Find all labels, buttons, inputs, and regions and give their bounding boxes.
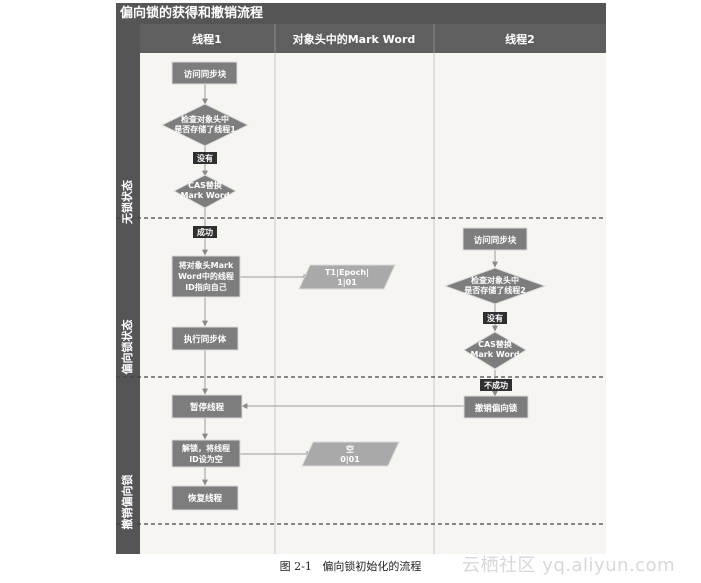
- t1-pause-node: 暂停线程: [171, 394, 243, 419]
- svg-text:是否存储了线程2: 是否存储了线程2: [463, 285, 526, 295]
- figure-caption: 图 2-1 偏向锁初始化的流程: [0, 558, 701, 574]
- svg-text:Mark Word: Mark Word: [470, 350, 519, 359]
- svg-text:是否存储了线程1: 是否存储了线程1: [173, 124, 236, 134]
- t1-no-label: 没有: [193, 152, 217, 164]
- t2-check-decision: 检查对象头中 是否存储了线程2: [443, 267, 547, 305]
- svg-text:CAS替换: CAS替换: [188, 180, 223, 190]
- t1-check-decision: 检查对象头中 是否存储了线程1: [160, 103, 250, 147]
- svg-text:CAS替换: CAS替换: [478, 339, 513, 349]
- svg-text:ID指向自己: ID指向自己: [185, 282, 227, 292]
- lane-header-markword: 对象头中的Mark Word: [293, 32, 416, 46]
- svg-text:检查对象头中: 检查对象头中: [471, 275, 519, 285]
- t1-point-self-node: 将对象头Mark Word中的线程 ID指向自己: [171, 255, 241, 298]
- svg-text:暂停线程: 暂停线程: [190, 402, 225, 413]
- t2-fail-label: 不成功: [480, 379, 512, 391]
- t1-visit-sync-node: 访问同步块: [171, 61, 238, 85]
- t2-no-label: 没有: [483, 312, 507, 324]
- lane-header-row: [140, 24, 606, 53]
- lane-header-thread2: 线程2: [505, 32, 535, 46]
- svg-text:没有: 没有: [197, 153, 213, 163]
- svg-text:1|01: 1|01: [337, 278, 357, 287]
- svg-text:撤销偏向锁: 撤销偏向锁: [475, 403, 518, 414]
- t1-resume-node: 恢复线程: [171, 485, 239, 511]
- svg-text:没有: 没有: [487, 313, 503, 323]
- state-label-unlocked: 无锁状态: [120, 180, 134, 225]
- diagram-title: 偏向锁的获得和撤销流程: [120, 5, 263, 21]
- t2-cas-decision: CAS替换 Mark Word: [463, 331, 527, 370]
- svg-text:T1|Epoch|: T1|Epoch|: [325, 268, 369, 277]
- t1-success-label: 成功: [193, 226, 217, 238]
- svg-text:空: 空: [346, 444, 354, 454]
- markword-biased-data: T1|Epoch| 1|01: [298, 264, 396, 290]
- svg-text:访问同步块: 访问同步块: [474, 235, 517, 246]
- t2-visit-sync-node: 访问同步块: [462, 227, 528, 251]
- watermark: 云栖社区 yq.aliyun.com: [462, 555, 676, 576]
- svg-text:执行同步体: 执行同步体: [184, 334, 227, 345]
- figure-caption-text: 偏向锁初始化的流程: [322, 560, 422, 573]
- markword-empty-data: 空 0|01: [301, 441, 400, 467]
- svg-text:检查对象头中: 检查对象头中: [181, 114, 229, 124]
- svg-text:将对象头Mark: 将对象头Mark: [179, 260, 234, 270]
- state-label-revoke: 撤销偏向锁: [120, 475, 134, 530]
- t2-revoke-node: 撤销偏向锁: [463, 395, 529, 419]
- svg-text:解锁，将线程: 解锁，将线程: [182, 443, 230, 453]
- t1-cas-decision: CAS替换 Mark Word: [172, 174, 238, 209]
- t1-visit-sync-label: 访问同步块: [184, 69, 227, 80]
- svg-text:Word中的线程: Word中的线程: [178, 271, 234, 281]
- svg-text:0|01: 0|01: [340, 455, 360, 464]
- figure-number: 图 2-1: [279, 560, 312, 573]
- t1-unlock-node: 解锁，将线程 ID设为空: [171, 439, 241, 468]
- svg-text:Mark Word: Mark Word: [180, 191, 229, 200]
- svg-text:ID设为空: ID设为空: [189, 454, 223, 464]
- t1-exec-node: 执行同步体: [171, 326, 239, 351]
- svg-text:不成功: 不成功: [484, 380, 508, 390]
- state-label-biased: 偏向锁状态: [120, 320, 134, 375]
- svg-text:成功: 成功: [197, 227, 213, 237]
- svg-text:恢复线程: 恢复线程: [188, 493, 223, 504]
- lane-header-thread1: 线程1: [192, 32, 222, 46]
